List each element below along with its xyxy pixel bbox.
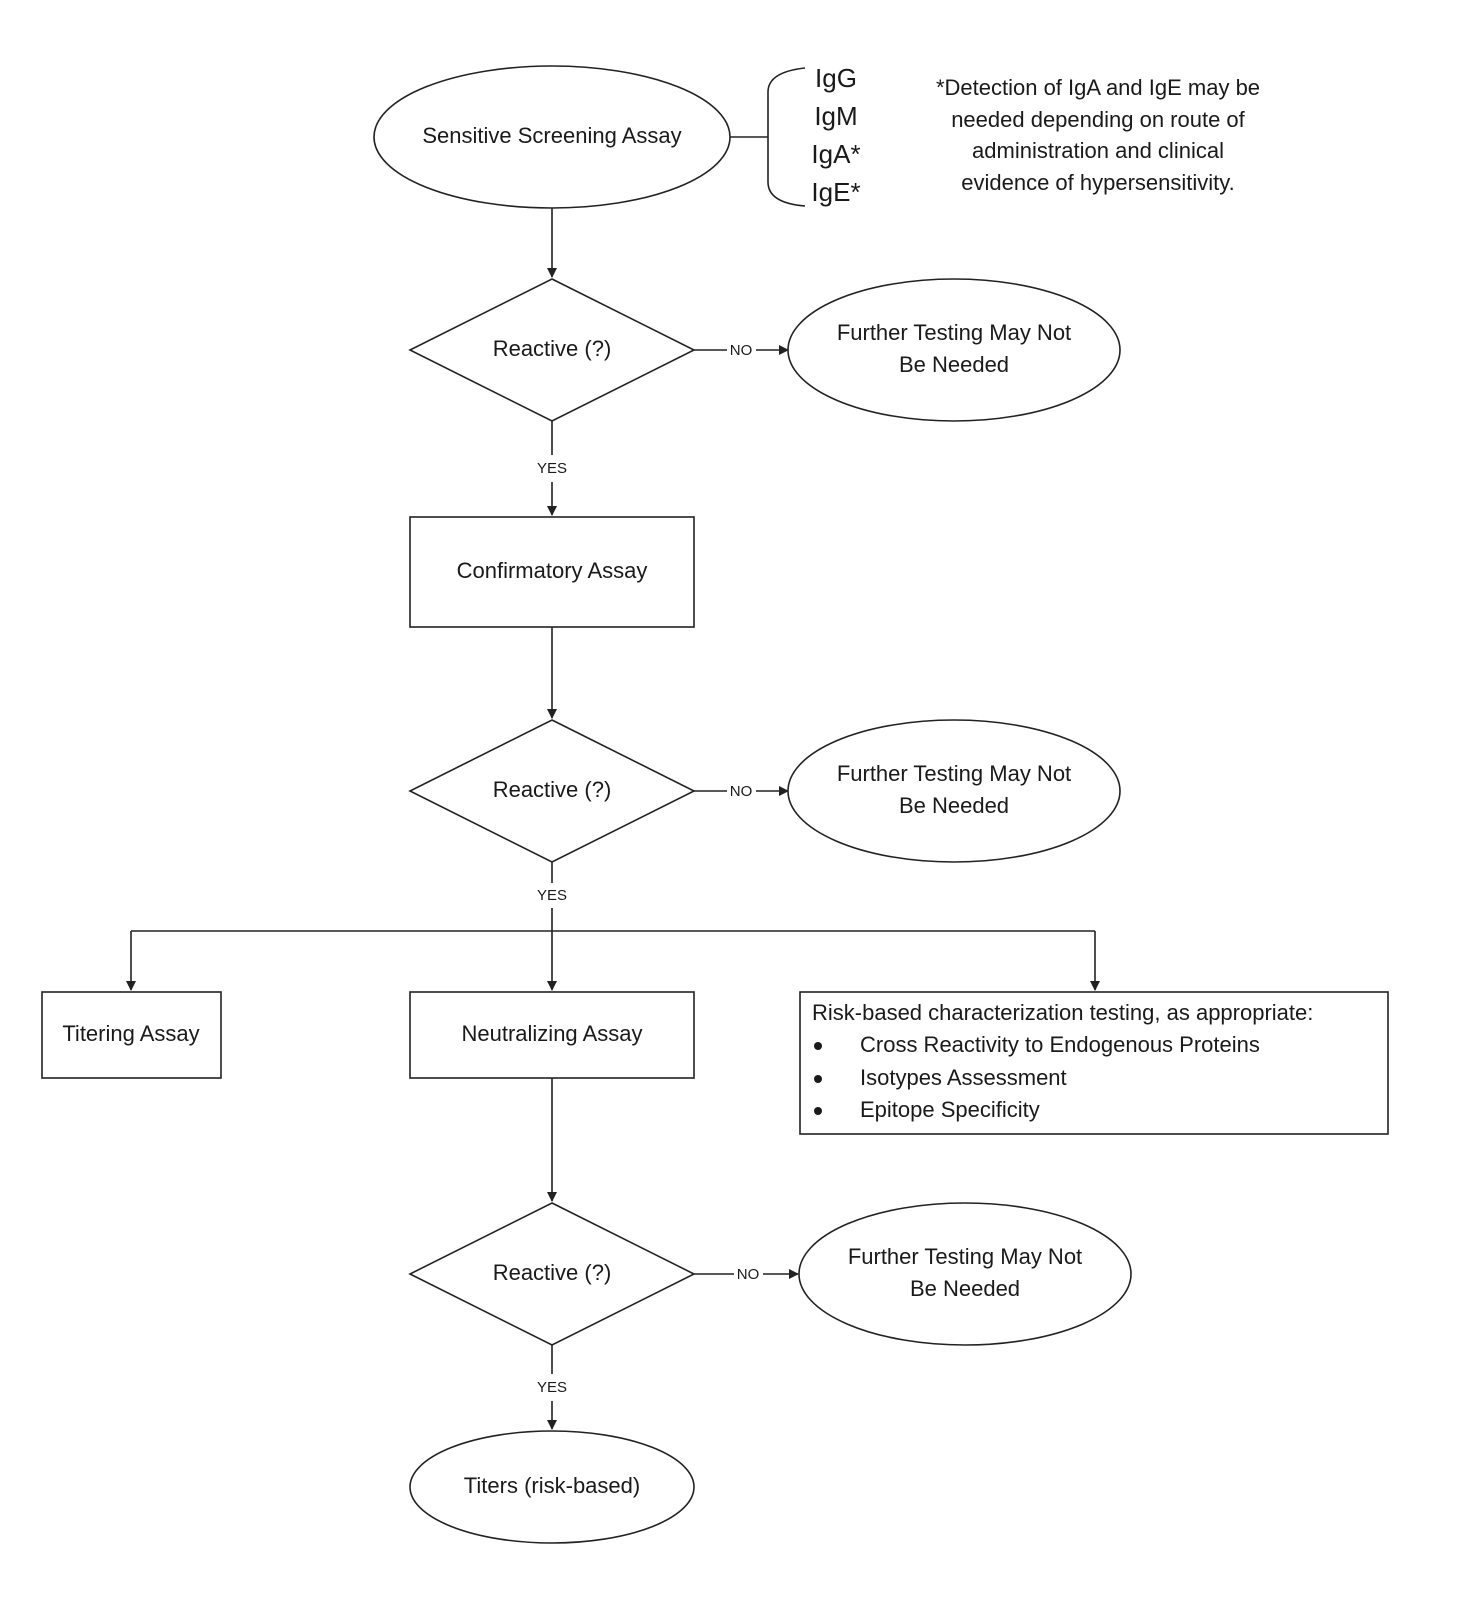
isotype-iga: IgA* <box>811 139 860 169</box>
no-outcome-2-line-2: Be Needed <box>899 793 1009 818</box>
risk-based-characterization-box <box>799 991 1389 1135</box>
neutralizing-assay-label: Neutralizing Assay <box>462 1021 643 1046</box>
risk-bullet-2 <box>814 1075 822 1083</box>
isotype-igg: IgG <box>815 63 857 93</box>
footnote-line-2: needed depending on route of <box>951 107 1245 132</box>
no-outcome-3-node <box>798 1202 1132 1346</box>
decision-2-yes-label: YES <box>537 887 567 904</box>
no-outcome-1-line-1: Further Testing May Not <box>837 320 1071 345</box>
isotype-ige: IgE* <box>811 177 860 207</box>
screening-assay-label: Sensitive Screening Assay <box>422 123 681 148</box>
isotype-igm: IgM <box>814 101 857 131</box>
titering-assay-node <box>41 991 222 1079</box>
footnote-line-4: evidence of hypersensitivity. <box>961 170 1235 195</box>
risk-item-2: Isotypes Assessment <box>860 1065 1067 1090</box>
no-outcome-1-node <box>787 278 1121 422</box>
no-outcome-2-line-1: Further Testing May Not <box>837 761 1071 786</box>
decision-1-label: Reactive (?) <box>493 336 612 361</box>
decision-3-no-label: NO <box>737 1266 760 1283</box>
confirmatory-assay-label: Confirmatory Assay <box>457 558 648 583</box>
decision-3-yes-label: YES <box>537 1379 567 1396</box>
titers-node <box>409 1430 695 1544</box>
no-outcome-3-line-1: Further Testing May Not <box>848 1244 1082 1269</box>
risk-bullet-3 <box>814 1107 822 1115</box>
decision-1-yes-label: YES <box>537 460 567 477</box>
no-outcome-3-line-2: Be Needed <box>910 1276 1020 1301</box>
decision-3-label: Reactive (?) <box>493 1260 612 1285</box>
neutralizing-assay-node <box>409 991 695 1079</box>
confirmatory-assay-node <box>409 516 695 628</box>
isotype-bracket <box>730 67 806 207</box>
risk-item-3: Epitope Specificity <box>860 1097 1040 1122</box>
decision-2-no-label: NO <box>730 783 753 800</box>
titering-assay-label: Titering Assay <box>62 1021 199 1046</box>
decision-1-no-label: NO <box>730 342 753 359</box>
no-outcome-1-line-2: Be Needed <box>899 352 1009 377</box>
risk-item-1: Cross Reactivity to Endogenous Proteins <box>860 1032 1260 1057</box>
risk-bullet-1 <box>814 1042 822 1050</box>
footnote-line-1: *Detection of IgA and IgE may be <box>936 75 1260 100</box>
footnote-line-3: administration and clinical <box>972 138 1224 163</box>
decision-2-label: Reactive (?) <box>493 777 612 802</box>
titers-label: Titers (risk-based) <box>464 1473 640 1498</box>
risk-box-heading: Risk-based characterization testing, as … <box>812 1000 1313 1025</box>
no-outcome-2-node <box>787 719 1121 863</box>
